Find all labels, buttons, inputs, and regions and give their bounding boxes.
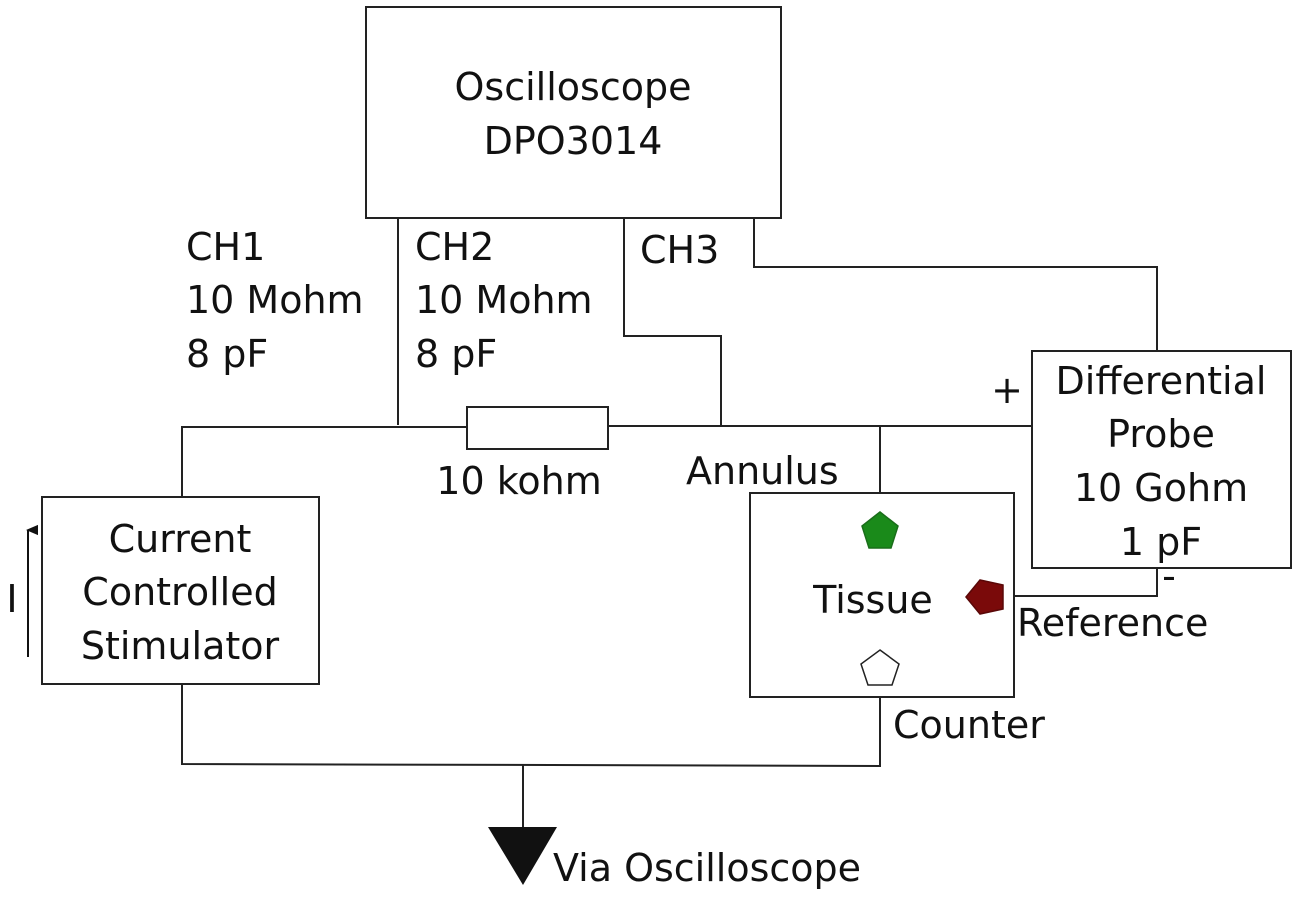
ch1-capacitance: 8 pF bbox=[186, 332, 268, 376]
ground-triangle-icon bbox=[488, 827, 557, 885]
resistor-label: 10 kohm bbox=[436, 459, 601, 503]
ch2-label: CH2 10 Mohm 8 pF bbox=[415, 225, 593, 376]
stimulator-line1: Current bbox=[109, 517, 252, 561]
ch3-name: CH3 bbox=[640, 228, 719, 272]
ch2-resistance: 10 Mohm bbox=[415, 278, 593, 322]
wire-stimulator-top bbox=[181, 426, 467, 497]
ch2-capacitance: 8 pF bbox=[415, 332, 497, 376]
wires bbox=[181, 218, 1158, 830]
probe-line2: Probe bbox=[1107, 412, 1215, 456]
stimulator-line2: Controlled bbox=[82, 570, 277, 614]
wire-return bbox=[181, 684, 881, 768]
current-label: I bbox=[6, 577, 17, 621]
probe-plus-sign: + bbox=[991, 368, 1023, 412]
probe-minus-sign: - bbox=[1162, 554, 1176, 598]
oscilloscope-box: Oscilloscope DPO3014 bbox=[365, 6, 782, 219]
differential-probe-box: Differential Probe 10 Gohm 1 pF bbox=[1031, 350, 1292, 569]
tissue-label: Tissue bbox=[812, 578, 933, 622]
probe-resistance: 10 Gohm bbox=[1074, 466, 1248, 510]
ch1-label: CH1 10 Mohm 8 pF bbox=[186, 225, 364, 376]
stimulator-line3: Stimulator bbox=[81, 624, 280, 668]
counter-electrode-icon bbox=[860, 649, 900, 686]
reference-electrode-icon bbox=[965, 579, 1004, 615]
ch2-name: CH2 bbox=[415, 225, 494, 269]
probe-line1: Differential bbox=[1056, 359, 1267, 403]
ground-label: Via Oscilloscope bbox=[553, 846, 861, 890]
stimulator-box: Current Controlled Stimulator bbox=[41, 496, 320, 685]
wire-ch2 bbox=[623, 218, 722, 425]
reference-label: Reference bbox=[1017, 601, 1208, 645]
annulus-label: Annulus bbox=[686, 449, 839, 493]
ch1-name: CH1 bbox=[186, 225, 265, 269]
annulus-electrode-icon bbox=[861, 511, 899, 549]
ch1-resistance: 10 Mohm bbox=[186, 278, 364, 322]
oscilloscope-name: Oscilloscope bbox=[455, 65, 692, 109]
counter-label: Counter bbox=[893, 703, 1045, 747]
wire-reference bbox=[1003, 568, 1158, 597]
resistor: 10 kohm bbox=[436, 406, 609, 503]
probe-capacitance: 1 pF bbox=[1120, 520, 1202, 564]
wire-ch3 bbox=[753, 218, 1158, 351]
oscilloscope-model: DPO3014 bbox=[484, 119, 663, 163]
